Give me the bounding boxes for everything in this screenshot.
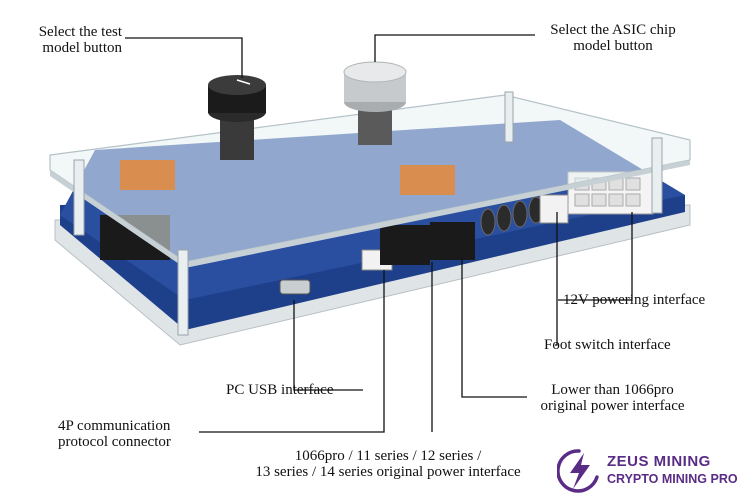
orange-relay-left — [120, 160, 175, 190]
label-lower-than-1066pro: Lower than 1066pro original power interf… — [540, 382, 685, 414]
standoff-posts — [73, 91, 663, 336]
lower-1066-power-connector — [430, 222, 475, 260]
test-model-knob — [208, 75, 266, 160]
label-foot-switch-interface: Foot switch interface — [544, 337, 671, 353]
asic-model-knob — [343, 61, 407, 145]
label-4p-communication-connector: 4P communication protocol connector — [58, 418, 171, 450]
usb-port — [279, 279, 311, 295]
label-series-power-interface: 1066pro / 11 series / 12 series / 13 ser… — [255, 448, 521, 480]
label-asic-model-button: Select the ASIC chip model button — [550, 22, 676, 54]
lightning-bolt-icon — [557, 449, 599, 493]
zeus-mining-logo: ZEUS MINING CRYPTO MINING PRO — [555, 445, 750, 497]
logo-text-crypto-mining-pro: CRYPTO MINING PRO — [607, 472, 738, 486]
series-power-connector — [380, 225, 430, 265]
label-test-model-button: Select the test model button — [38, 24, 122, 56]
label-pc-usb-interface: PC USB interface — [226, 382, 334, 398]
label-12v-powering-interface: 12V powering interface — [563, 292, 706, 308]
leader-lines — [125, 34, 633, 433]
foot-switch-connector — [539, 194, 569, 224]
orange-relay-right — [400, 165, 455, 195]
logo-text-zeus-mining: ZEUS MINING — [607, 453, 711, 470]
